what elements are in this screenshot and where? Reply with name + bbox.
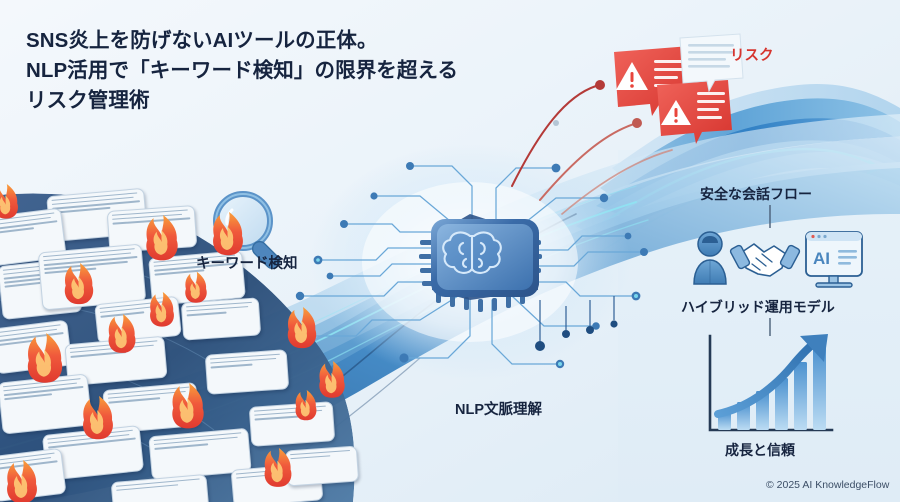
neutral-bubble (679, 33, 744, 93)
person-avatar-icon (693, 231, 727, 285)
title-line-3: リスク管理術 (26, 89, 150, 112)
growth-bar-chart-icon (708, 334, 834, 432)
handshake-icon (729, 243, 801, 277)
alert-connectors (511, 85, 673, 215)
label-growth-trust: 成長と信頼 (725, 442, 795, 458)
label-keyword-detection: キーワード検知 (196, 256, 298, 272)
page-title: SNS炎上を防げないAIツールの正体。 NLP活用で「キーワード検知」の限界を超… (26, 26, 586, 116)
brain-icon (442, 231, 502, 274)
alert-connector-dots (553, 80, 642, 128)
flame-icons (0, 184, 345, 502)
ai-monitor-text: AI (813, 249, 830, 268)
copyright-text: © 2025 AI KnowledgeFlow (766, 479, 890, 491)
label-nlp-context: NLP文脈理解 (455, 402, 542, 418)
alert-bubble-2 (657, 80, 732, 144)
circuit-traces (299, 165, 645, 365)
label-hybrid-model: ハイブリッド運用モデル (681, 299, 835, 315)
label-risk: リスク (730, 48, 774, 64)
hybrid-model-icon-row: AI (693, 231, 863, 288)
cpu-chip-icon (419, 214, 542, 312)
title-line-1: SNS炎上を防げないAIツールの正体。 (26, 29, 378, 52)
title-line-2: NLP活用で「キーワード検知」の限界を超える (26, 59, 459, 82)
label-safe-flow: 安全な会話フロー (700, 186, 812, 202)
ai-monitor-icon: AI (805, 231, 863, 288)
